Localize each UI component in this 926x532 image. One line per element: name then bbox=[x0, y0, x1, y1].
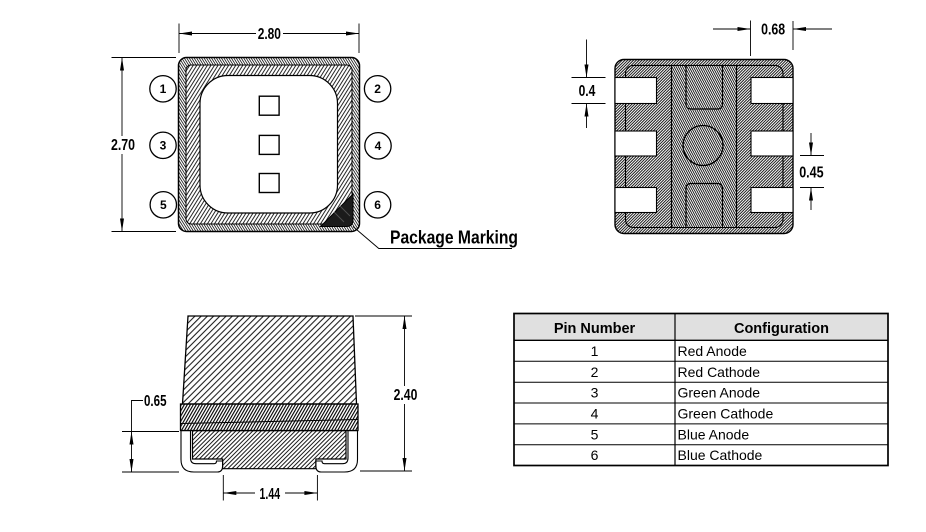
svg-text:Configuration: Configuration bbox=[734, 321, 829, 337]
svg-text:2.80: 2.80 bbox=[258, 26, 281, 43]
svg-text:0.68: 0.68 bbox=[761, 22, 785, 39]
svg-text:Red Cathode: Red Cathode bbox=[678, 364, 761, 380]
svg-text:3: 3 bbox=[160, 139, 167, 153]
svg-text:3: 3 bbox=[591, 385, 599, 401]
svg-text:1: 1 bbox=[591, 343, 599, 359]
svg-text:Green Anode: Green Anode bbox=[678, 385, 761, 401]
svg-text:2.40: 2.40 bbox=[394, 387, 418, 404]
svg-text:5: 5 bbox=[591, 426, 599, 442]
svg-text:4: 4 bbox=[375, 139, 382, 153]
svg-text:1: 1 bbox=[160, 82, 167, 96]
svg-text:2: 2 bbox=[591, 364, 599, 380]
svg-text:0.45: 0.45 bbox=[799, 165, 824, 182]
svg-text:2.70: 2.70 bbox=[111, 137, 135, 154]
svg-text:0.4: 0.4 bbox=[579, 83, 596, 100]
svg-text:1.44: 1.44 bbox=[260, 486, 281, 503]
svg-text:4: 4 bbox=[591, 406, 599, 422]
svg-text:6: 6 bbox=[591, 447, 599, 463]
svg-text:Blue Cathode: Blue Cathode bbox=[678, 447, 763, 463]
svg-text:Package Marking: Package Marking bbox=[390, 227, 518, 248]
svg-text:Blue Anode: Blue Anode bbox=[678, 426, 750, 442]
svg-text:2: 2 bbox=[374, 82, 381, 96]
svg-text:Green Cathode: Green Cathode bbox=[678, 406, 774, 422]
svg-text:5: 5 bbox=[160, 198, 167, 212]
svg-text:6: 6 bbox=[374, 198, 381, 212]
svg-text:0.65: 0.65 bbox=[144, 393, 167, 410]
svg-text:Red Anode: Red Anode bbox=[678, 343, 747, 359]
svg-text:Pin Number: Pin Number bbox=[554, 321, 636, 337]
